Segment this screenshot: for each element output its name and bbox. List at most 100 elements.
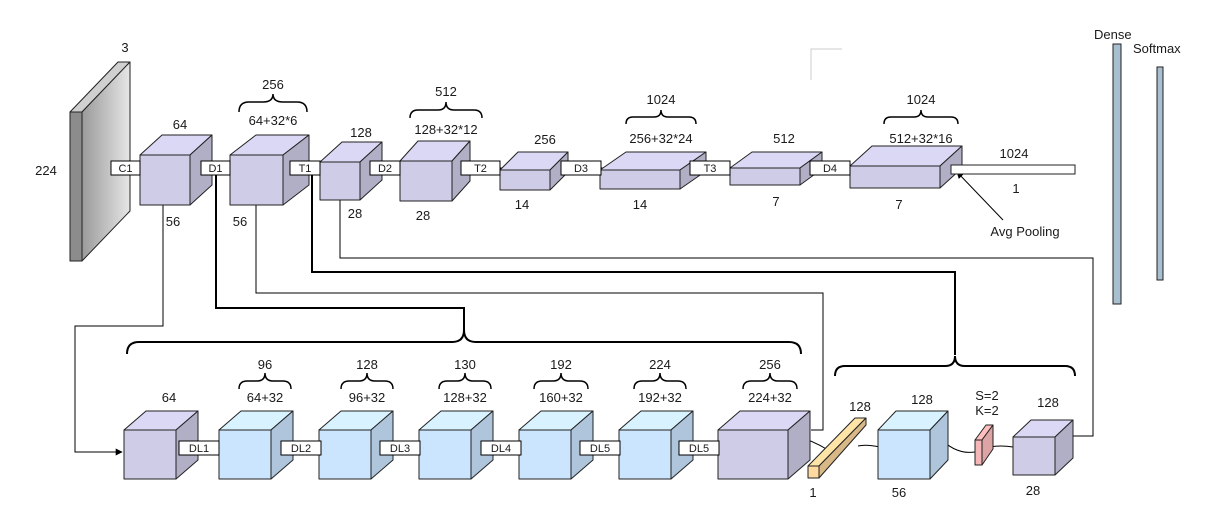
transition-bar-channels-label: 128 [849,399,871,414]
d2-size-label: 28 [416,208,430,223]
d3-brace-label: 1024 [647,92,676,107]
dense-label: Dense [1094,27,1132,42]
t3-channels-label: 512 [773,131,795,146]
connector-d1-label: D1 [208,163,222,175]
t1-box-front [319,161,361,201]
brace-dl5 [633,372,687,390]
link-t1-to-transition-brace [311,175,956,355]
pool-kernel-front [974,439,983,466]
connector-dl6-label: DL5 [689,443,709,455]
dl5-channels-label: 192+32 [638,390,682,405]
connector-d4: D4 [809,160,851,176]
connector-dl2-label: DL2 [291,443,311,455]
transition-end-channels-label: 128 [1037,395,1059,410]
softmax-label: Softmax [1133,41,1181,56]
connector-dl3: DL3 [379,440,421,456]
connector-t3: T3 [689,160,731,176]
transition-mid-size-label: 56 [892,485,906,500]
arrow-mid-to-bar [857,444,881,448]
d2-box-front [399,160,453,202]
dl6-channels-label: 224+32 [748,390,792,405]
connection-lines [74,48,1094,456]
stray-mark [810,48,842,80]
brace-dl6 [742,372,798,390]
dl1-box-front [218,429,272,480]
bottom-start-box-front [123,429,177,480]
pooling-size-label: 1 [1012,181,1019,196]
transition-bar-front [807,465,820,479]
brace-dense-block [126,329,802,355]
transition-bar-top [807,417,867,467]
labels: 3 224 64 56 256 64+32*6 56 128 28 512 12… [35,27,1181,500]
braces [126,93,1076,390]
dl4-box-front [518,429,572,480]
connector-d4-label: D4 [823,163,837,175]
dl3-brace-label: 130 [454,357,476,372]
connector-boxes: C1 D1 T1 D2 T2 D3 T3 D4 [110,160,851,456]
connector-dl5: DL5 [579,440,621,456]
dl1-channels-label: 64+32 [247,390,284,405]
link-c1-to-bottom [74,205,164,456]
d1-brace-label: 256 [262,77,284,92]
connector-c1-label: C1 [118,163,132,175]
avg-pooling-label: Avg Pooling [990,224,1059,239]
connector-t1: T1 [289,160,321,176]
connector-dl4-label: DL4 [491,443,511,455]
dl6-brace-label: 256 [759,357,781,372]
connector-dl2: DL2 [280,440,322,456]
connector-t2-label: T2 [474,163,487,175]
d1-size-label: 56 [233,214,247,229]
d3-channels-label: 256+32*24 [629,131,692,146]
d4-box-front [849,165,941,189]
d3-box-front [599,169,681,190]
t3-size-label: 7 [772,194,779,209]
dense-bar [1112,43,1122,305]
dl2-channels-label: 96+32 [349,390,386,405]
stride-label: S=2 [975,388,999,403]
connector-dl5-label: DL5 [590,443,610,455]
dl5-box-front [618,429,672,480]
bottom-start-channels-label: 64 [162,390,176,405]
connector-d3-label: D3 [574,163,588,175]
conv1-size-label: 56 [166,214,180,229]
brace-d1 [238,93,308,113]
brace-dl4 [533,372,589,390]
connector-dl4: DL4 [480,440,522,456]
t1-size-label: 28 [348,206,362,221]
dl3-channels-label: 128+32 [443,390,487,405]
input-slab-front [69,111,83,262]
brace-d3 [625,109,697,125]
connector-c1: C1 [110,160,141,176]
dl3-box-front [418,429,472,480]
dl1-brace-label: 96 [258,357,272,372]
input-channels-label: 3 [121,40,128,55]
dl5-brace-label: 224 [649,357,671,372]
t2-size-label: 14 [515,197,529,212]
transition-end-size-label: 28 [1026,483,1040,498]
dl6-box-front [717,429,789,480]
conv1-channels-label: 64 [173,117,187,132]
d2-channels-label: 128+32*12 [414,122,477,137]
dl2-brace-label: 128 [356,357,378,372]
dl4-channels-label: 160+32 [539,390,583,405]
d4-brace-label: 1024 [907,92,936,107]
shapes [69,43,1164,480]
connector-d2: D2 [369,160,401,176]
d2-brace-label: 512 [435,84,457,99]
connector-d2-label: D2 [378,163,392,175]
brace-d2 [409,101,483,119]
brace-dl2 [340,372,394,390]
input-size-label: 224 [35,163,57,178]
avg-pooling-arrow [956,171,1004,221]
conv1-box-front [139,154,191,206]
t3-box-front [729,167,801,186]
connector-dl1: DL1 [178,440,220,456]
link-d1block-to-concat [255,205,824,431]
link-d1-to-dense-brace [215,175,465,330]
t1-channels-label: 128 [350,125,372,140]
connector-t1-label: T1 [299,163,312,175]
dl2-box-front [318,429,372,480]
kernel-label: K=2 [975,403,999,418]
d1-box-front [229,154,284,206]
d4-channels-label: 512+32*16 [889,131,952,146]
